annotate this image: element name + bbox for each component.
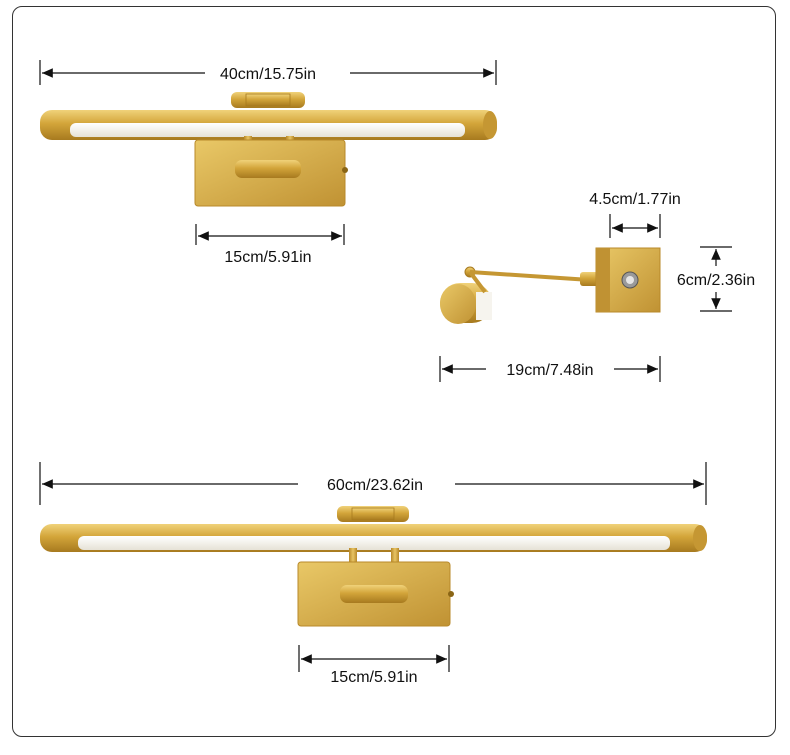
lamp-40cm: 40cm/15.75in 15cm/5.91in (39, 60, 497, 266)
dim-bottom-base-width: 15cm/5.91in (330, 669, 417, 686)
dim-bottom-lamp-length: 60cm/23.62in (327, 477, 423, 494)
image-border (12, 6, 776, 737)
dim-side-arm-reach: 19cm/7.48in (506, 362, 593, 379)
dim-top-lamp-length: 40cm/15.75in (220, 66, 316, 83)
dim-top-base-width: 15cm/5.91in (224, 249, 311, 266)
lamp-side-view: 4.5cm/1.77in 6cm/2.36in 19cm/7.48in (439, 191, 755, 382)
dim-side-base-height: 6cm/2.36in (677, 272, 755, 289)
dim-side-base-depth: 4.5cm/1.77in (589, 191, 681, 208)
led-strip (70, 123, 465, 137)
led-strip (78, 536, 670, 550)
lamp-60cm: 60cm/23.62in 15cm/5.91in (39, 462, 707, 686)
